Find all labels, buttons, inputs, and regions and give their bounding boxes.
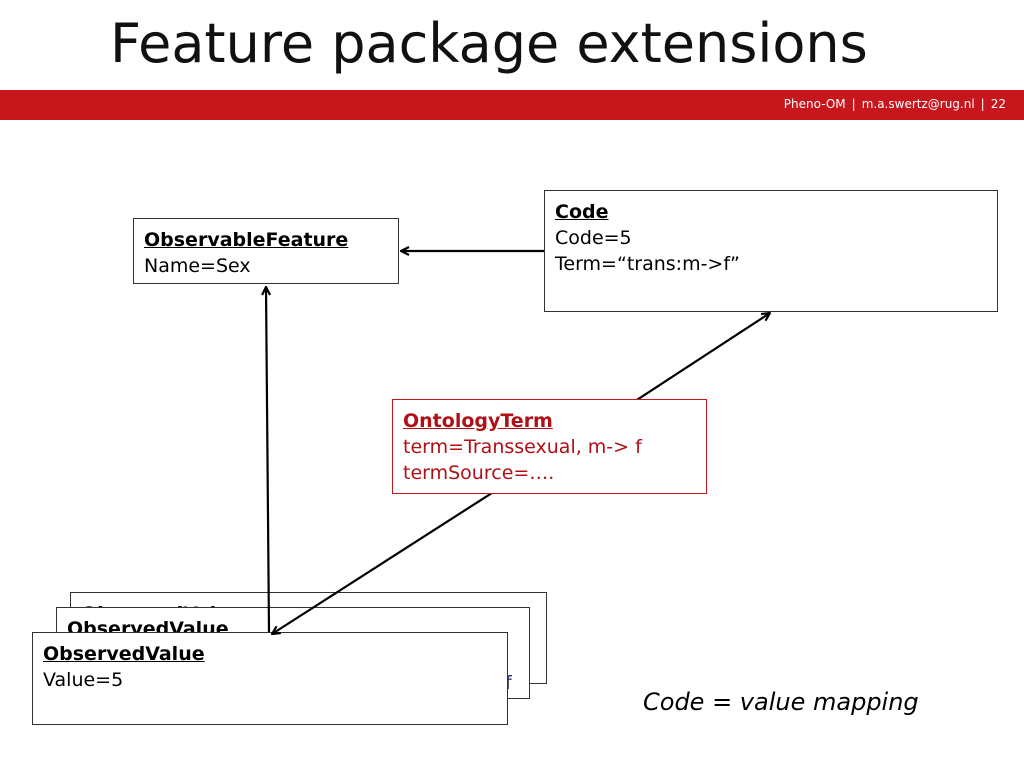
header-bar: Pheno-OM|m.a.swertz@rug.nl|22 [0,90,1024,120]
observable-feature-line-1: Name=Sex [144,255,251,277]
code-line-2: Term=“trans:m->f” [555,253,740,275]
caption-text: Code = value mapping [643,688,919,716]
footer-email: m.a.swertz@rug.nl [861,97,975,111]
observable-feature-box: ObservableFeature Name=Sex [133,218,399,284]
footer-page-number: 22 [990,97,1006,111]
observed-value-front-line-1: Value=5 [43,669,124,691]
footer-source: Pheno-OM [783,97,846,111]
code-box: Code Code=5 Term=“trans:m->f” [544,190,998,312]
ontology-term-line-1: term=Transsexual, m-> f [403,436,642,458]
observable-feature-header: ObservableFeature [144,229,349,251]
observed-value-box-front: ObservedValue Value=5 [32,632,508,725]
ontology-term-line-2: termSource=…. [403,462,555,484]
slide-footer: Pheno-OM|m.a.swertz@rug.nl|22 [783,97,1006,111]
code-header: Code [555,201,609,223]
observed-value-front-header: ObservedValue [43,643,205,665]
observed-value-middle-tail: f [505,672,512,694]
arrow-value-to-feature [266,287,269,633]
slide-title: Feature package extensions [110,12,868,75]
ontology-term-header: OntologyTerm [403,410,553,432]
code-line-1: Code=5 [555,227,632,249]
ontology-term-box: OntologyTerm term=Transsexual, m-> f ter… [392,399,707,494]
